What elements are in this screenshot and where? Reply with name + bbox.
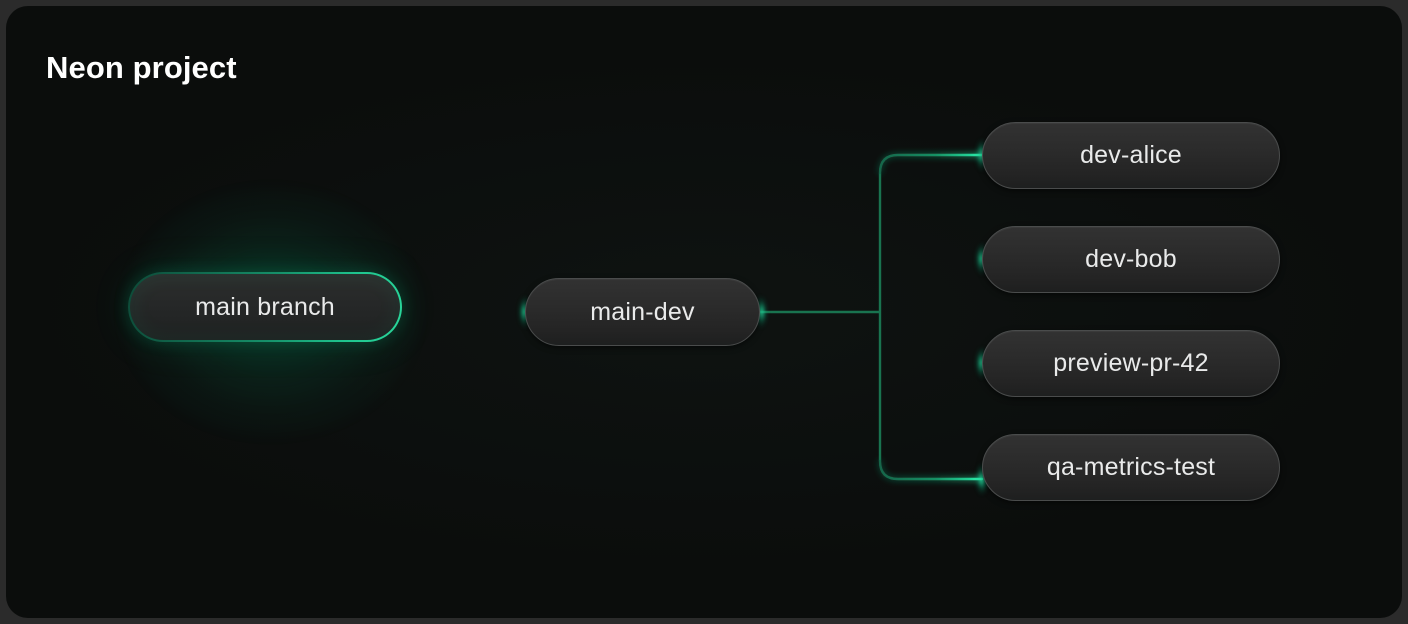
project-card: Neon project <box>6 6 1402 618</box>
branch-node-preview-pr-42[interactable]: preview-pr-42 <box>982 330 1280 397</box>
edge-layer <box>402 153 984 481</box>
branch-node-label: qa-metrics-test <box>1046 453 1216 481</box>
branch-node-main-dev[interactable]: main-dev <box>525 278 760 346</box>
branch-node-label: dev-bob <box>1085 245 1177 273</box>
branch-diagram-canvas: main branch main-dev dev-alice dev-bob p… <box>6 6 1402 618</box>
edge-bus-to-qa-metrics-test <box>878 459 984 481</box>
branch-node-label: dev-alice <box>1080 141 1182 169</box>
branch-node-label: preview-pr-42 <box>1053 349 1209 377</box>
branch-node-dev-alice[interactable]: dev-alice <box>982 122 1280 189</box>
page-title: Neon project <box>46 50 237 85</box>
branch-node-dev-bob[interactable]: dev-bob <box>982 226 1280 293</box>
branch-node-label: main branch <box>195 292 335 321</box>
branch-node-label: main-dev <box>590 297 695 326</box>
branch-node-main-branch[interactable]: main branch <box>128 272 402 342</box>
branch-node-qa-metrics-test[interactable]: qa-metrics-test <box>982 434 1280 501</box>
edge-bus-to-dev-alice <box>878 153 984 175</box>
